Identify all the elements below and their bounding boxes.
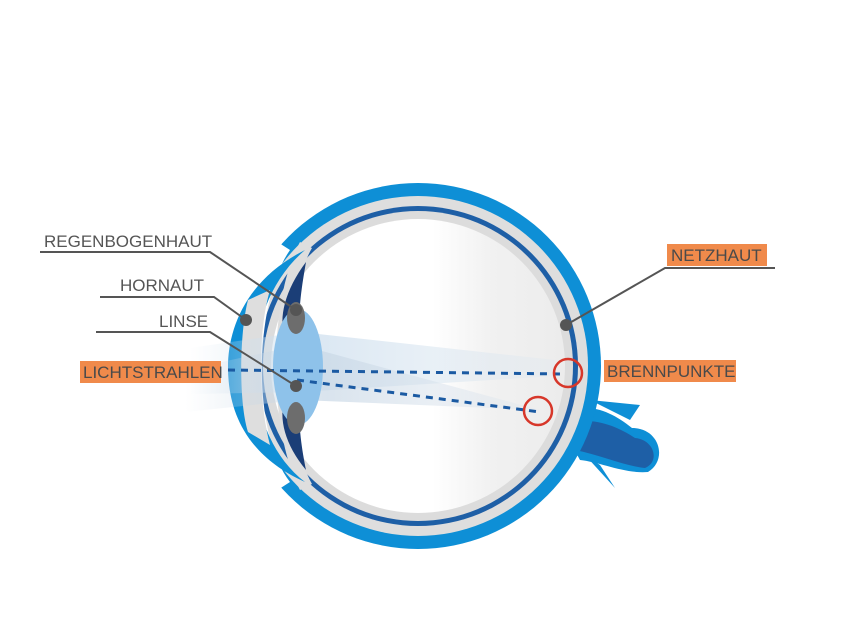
marker-linse [290,380,302,392]
netzhaut-highlight [667,244,767,266]
leader-netzhaut [565,267,775,326]
leader-regenbogenhaut [40,251,297,311]
eyeball [226,183,601,549]
label-brennpunkte: BRENNPUNKTE [607,362,735,381]
ray-lower [296,378,541,414]
light-rays [227,368,566,414]
label-netzhaut: NETZHAUT [671,246,762,265]
leader-hornaut [100,296,247,321]
leader-lines [40,251,775,387]
label-hornaut: HORNAUT [120,276,204,295]
marker-netzhaut [560,319,572,331]
lichtstrahlen-highlight [80,361,221,383]
focal-point-retina [552,357,584,389]
brennpunkte-highlight [604,360,736,382]
label-linse: LINSE [159,312,208,331]
marker-regenbogenhaut [290,304,302,316]
leader-linse [96,331,297,387]
label-regenbogenhaut: REGENBOGENHAUT [44,232,212,251]
ray-upper [227,368,566,376]
marker-hornaut [240,314,252,326]
label-lichtstrahlen: LICHTSTRAHLEN [83,363,223,382]
focal-point-front [522,395,554,427]
